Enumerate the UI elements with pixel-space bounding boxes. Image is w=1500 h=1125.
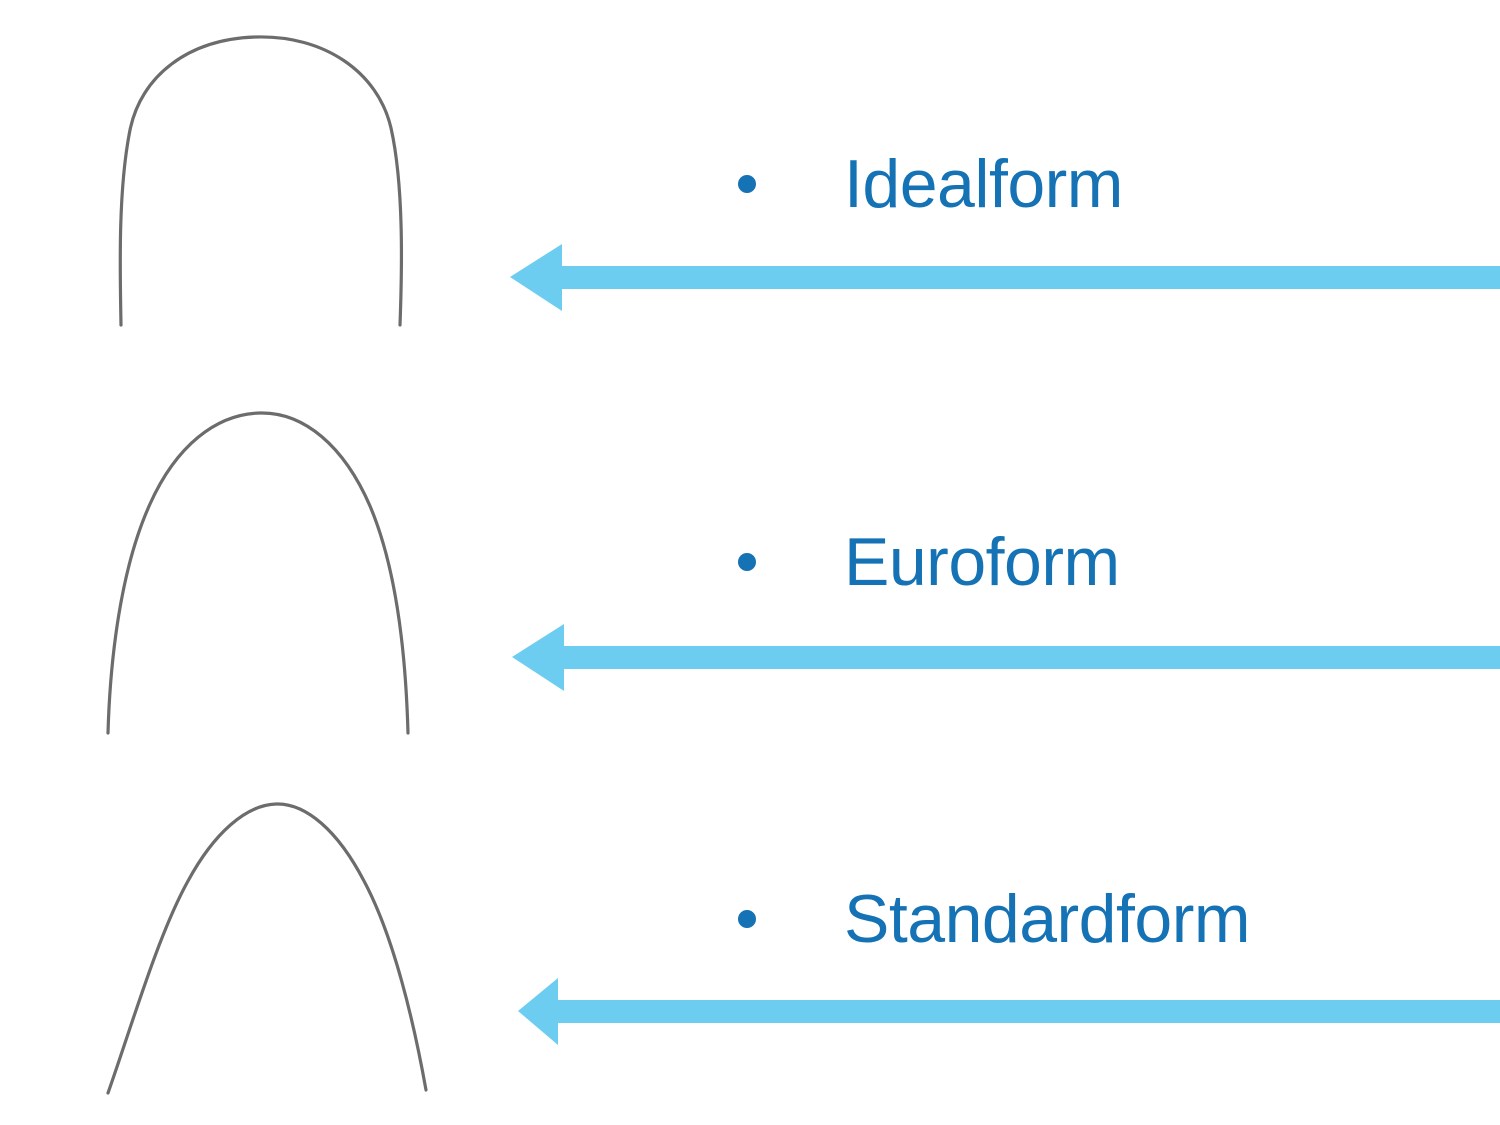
arch-wire-path <box>118 35 404 327</box>
archform-illustration-idealform <box>96 20 436 340</box>
list-item-standardform: Standardform <box>738 885 1250 953</box>
list-item-label: Standardform <box>844 881 1250 957</box>
left-arrow-idealform <box>510 242 1500 312</box>
arrow-polygon <box>518 978 1500 1045</box>
arch-wire-path <box>106 411 410 735</box>
rounded-square-archform-svg <box>118 35 404 327</box>
arrow-polygon <box>510 244 1500 311</box>
arch-wire-path <box>106 802 428 1095</box>
left-arrow-euroform <box>512 622 1500 692</box>
left-arrow-standardform <box>518 975 1500 1047</box>
tapered-archform-svg <box>106 802 428 1095</box>
arrow-polygon <box>512 624 1500 691</box>
archform-illustration-euroform <box>88 400 428 745</box>
parabolic-archform-svg <box>106 411 410 735</box>
left-arrow-shape <box>510 244 1500 311</box>
list-item-idealform: Idealform <box>738 150 1123 218</box>
list-item-euroform: Euroform <box>738 528 1120 596</box>
left-arrow-shape <box>512 624 1500 691</box>
archform-illustration-standardform <box>88 785 443 1105</box>
bullet-icon <box>738 553 756 571</box>
bullet-icon <box>738 910 756 928</box>
left-arrow-shape <box>518 978 1500 1045</box>
bullet-icon <box>738 175 756 193</box>
list-item-label: Euroform <box>844 524 1120 600</box>
list-item-label: Idealform <box>844 146 1123 222</box>
